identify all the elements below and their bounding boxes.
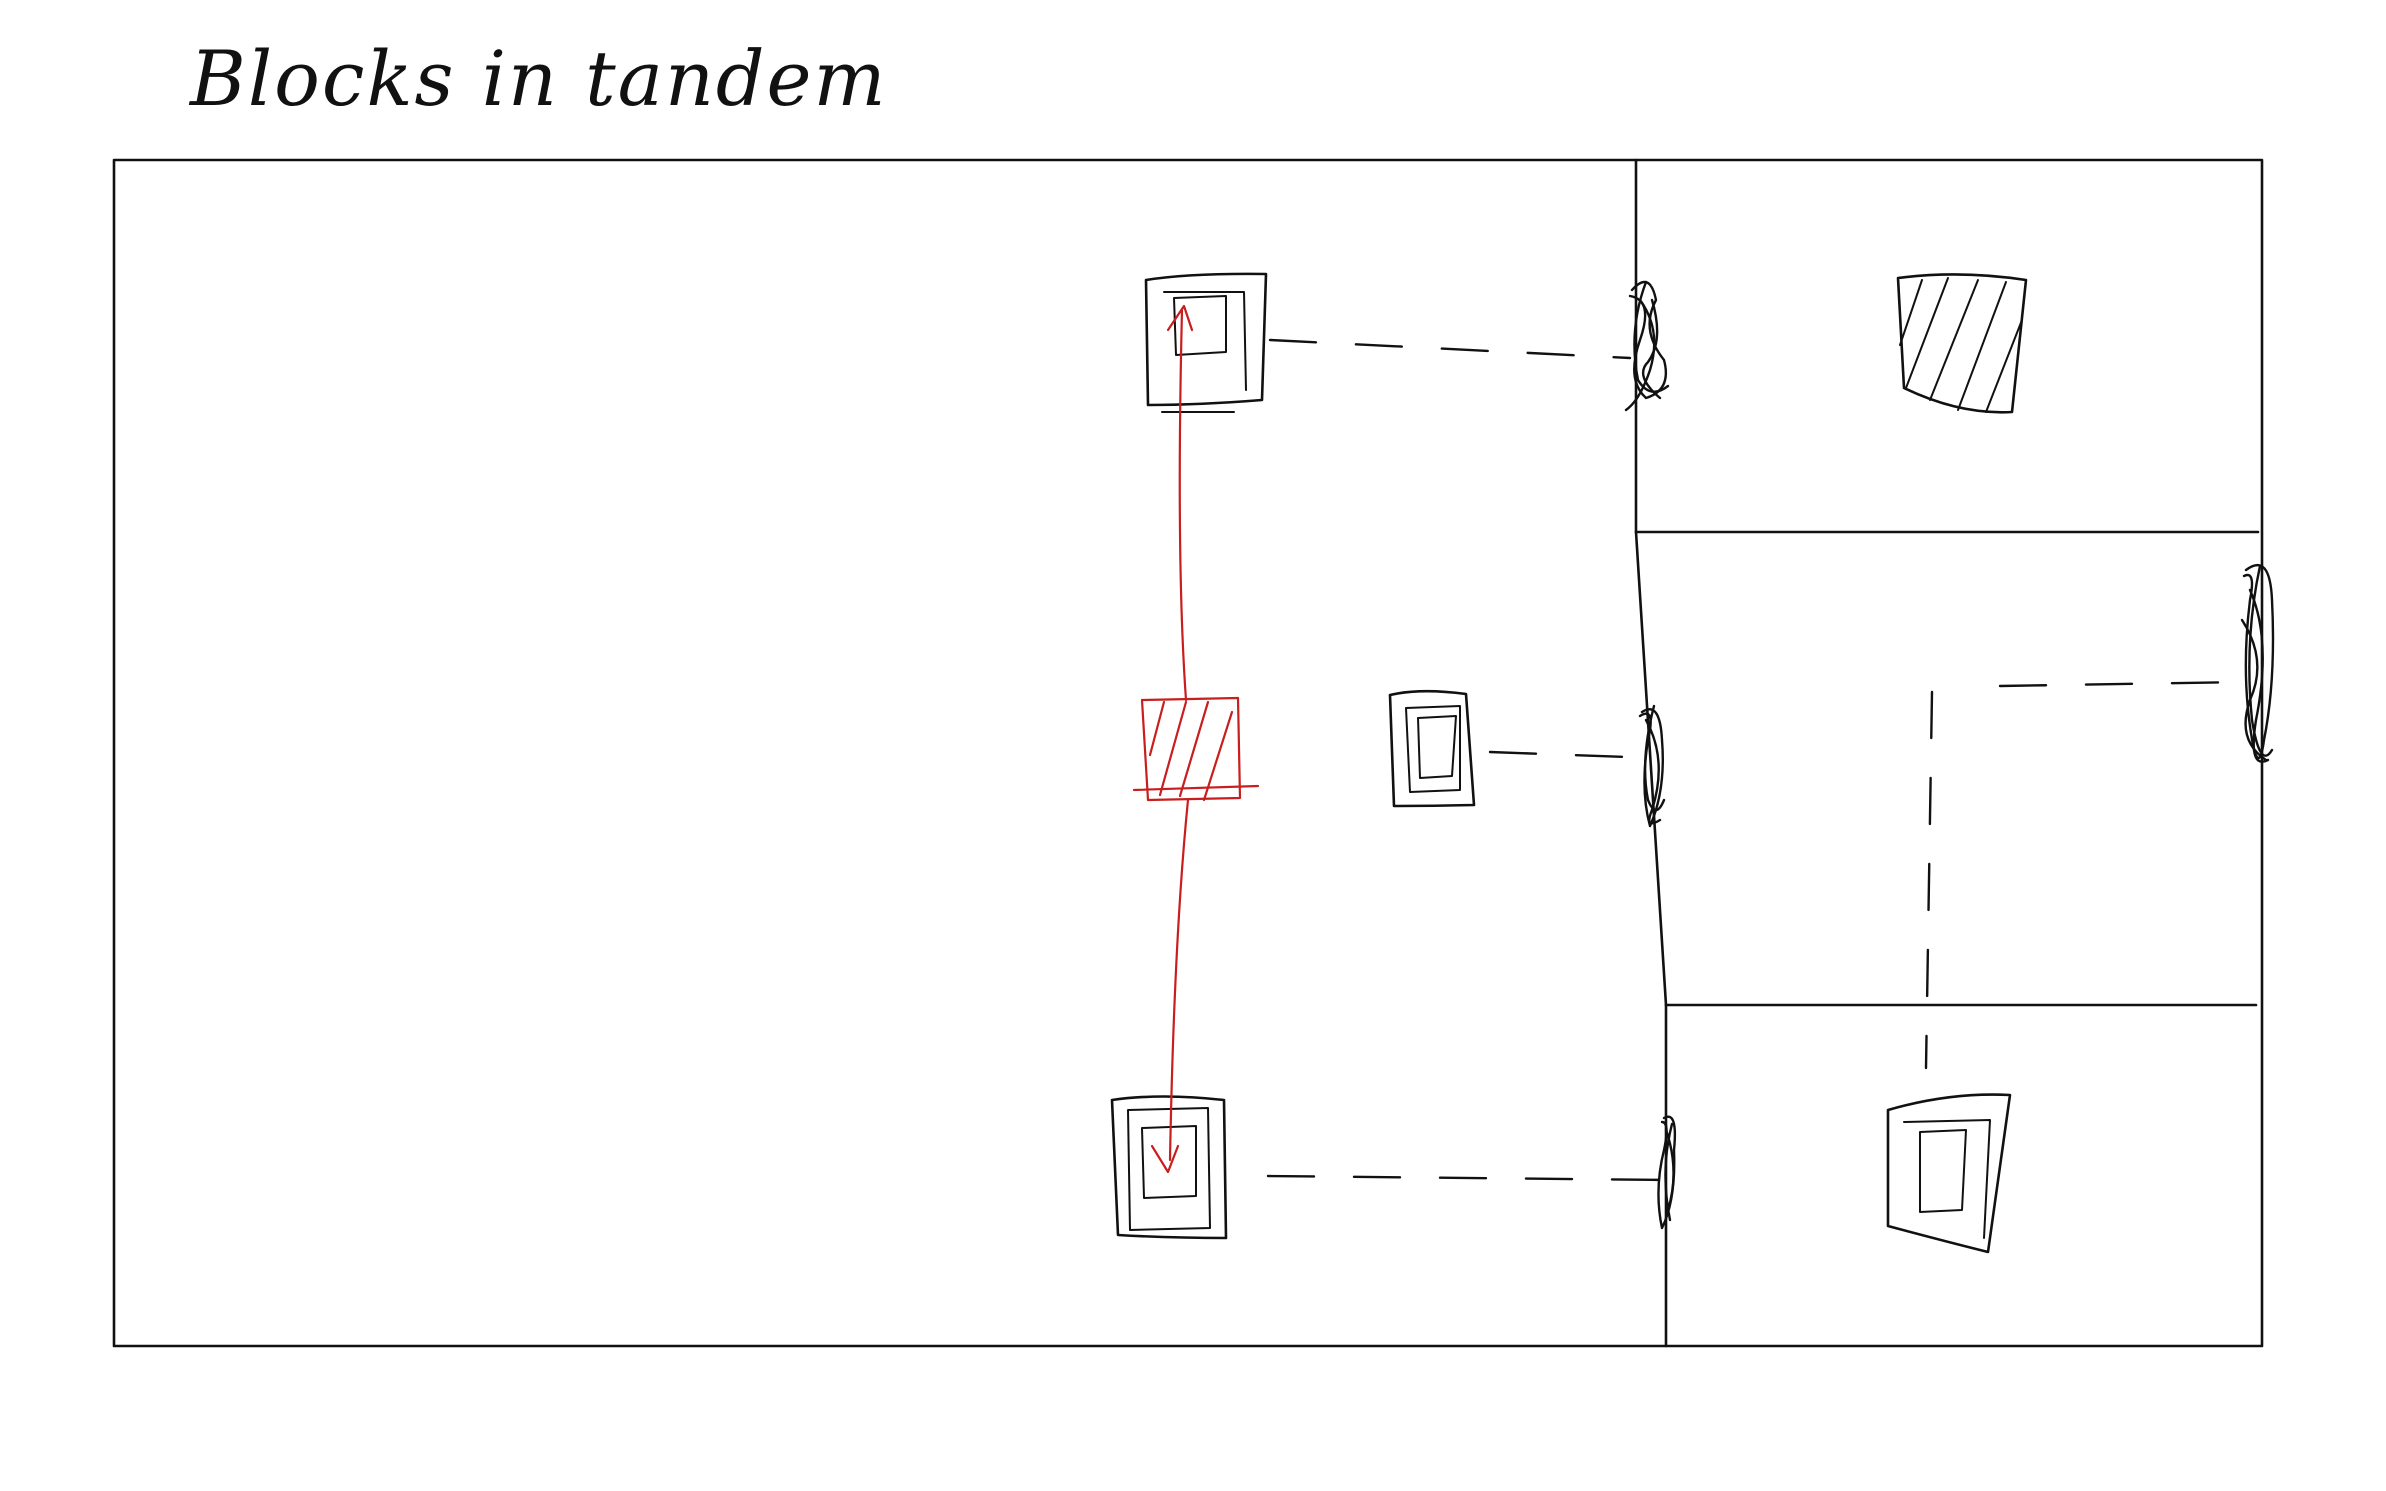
scribble-blob-middle — [1638, 704, 1666, 828]
arrow-down-head — [1150, 1144, 1180, 1174]
diagram-title: Blocks in tandem — [188, 34, 888, 123]
block-bottom-left — [1110, 1095, 1228, 1240]
scribble-blob-right — [2240, 564, 2275, 763]
outer-frame — [112, 158, 2264, 1348]
dash-link-middle — [1488, 750, 1656, 760]
arrow-up-shaft — [1178, 308, 1188, 702]
dash-link-right-horizontal — [1998, 680, 2246, 688]
dash-link-top — [1268, 338, 1632, 360]
region-dividers — [1634, 158, 2260, 1348]
block-top-right-hatched — [1896, 273, 2028, 414]
dashed-links — [1266, 338, 2246, 1182]
scribble-blob-bottom — [1657, 1115, 1677, 1230]
arrow-up-head — [1166, 304, 1194, 332]
dash-link-right-vertical — [1924, 690, 1934, 1070]
vertical-divider-middle — [1634, 530, 1668, 1007]
dash-link-bottom — [1266, 1174, 1672, 1182]
block-middle-right — [1388, 689, 1476, 808]
block-bottom-right — [1886, 1093, 2012, 1254]
block-top-left — [1144, 272, 1268, 413]
scribble-blob-top — [1624, 280, 1670, 412]
red-arrows — [1150, 304, 1194, 1174]
block-middle-red-hatched — [1132, 696, 1260, 802]
arrow-down-shaft — [1168, 798, 1190, 1162]
